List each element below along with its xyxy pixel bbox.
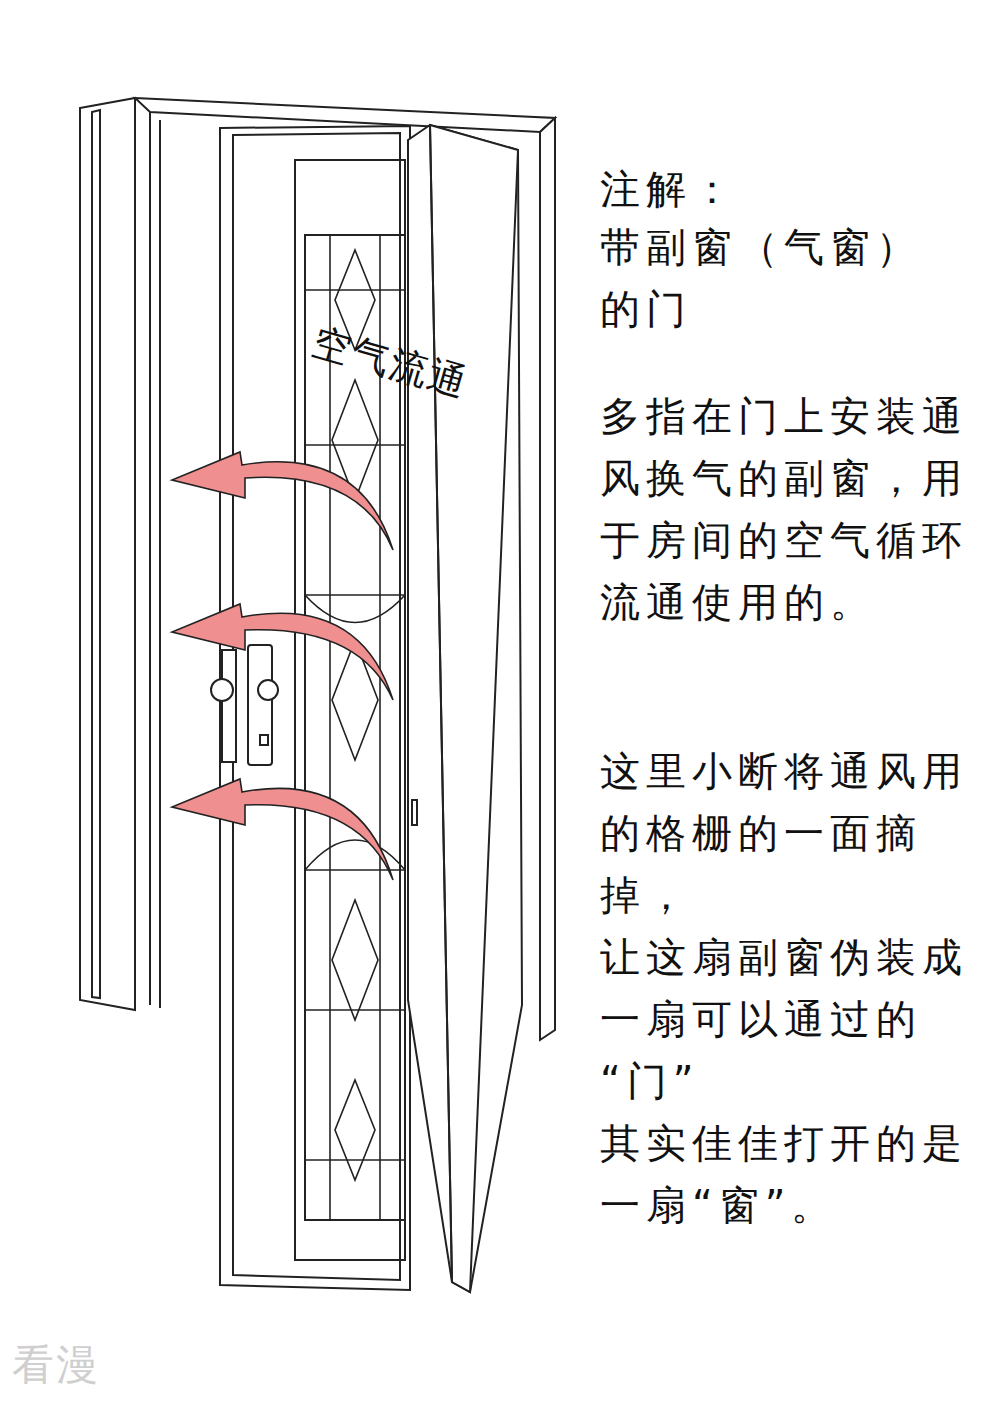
- note-text: 这里小断将通风用的格栅的一面摘掉，: [600, 740, 975, 926]
- note-term: 带副窗（气窗）的门: [600, 216, 945, 340]
- note-text: 让这扇副窗伪装成一扇可以通过的“门”: [600, 926, 975, 1112]
- watermark: 看漫: [12, 1340, 100, 1390]
- note-text: 其实佳佳打开的是一扇“窗”。: [600, 1112, 975, 1236]
- note-definition: 多指在门上安装通风换气的副窗，用于房间的空气循环流通使用的。: [600, 385, 975, 633]
- note-heading: 注解：: [600, 158, 980, 220]
